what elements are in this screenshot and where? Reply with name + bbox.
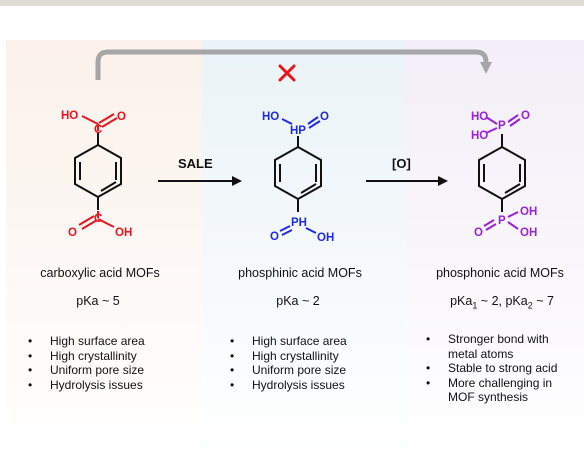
list-item: Uniform pore size xyxy=(230,363,347,378)
carboxylic-bottom-c: C xyxy=(94,213,102,225)
phosphinic-top-hp: HP xyxy=(290,125,306,137)
phosphonic-top-ho-upper: HO xyxy=(471,111,488,123)
pka2-suffix: ~ 7 xyxy=(532,294,554,308)
phosphonic-bottom-oh-upper: OH xyxy=(520,206,537,218)
list-item: Uniform pore size xyxy=(28,363,145,378)
phosphinic-pka: pKa ~ 2 xyxy=(276,294,320,308)
phosphonic-column-label: phosphonic acid MOFs xyxy=(436,266,564,280)
phosphinic-properties-list: High surface area High crystallinity Uni… xyxy=(230,334,347,392)
carboxylic-bottom-oh: OH xyxy=(115,227,132,239)
carboxylic-pka: pKa ~ 5 xyxy=(76,294,120,308)
carboxylic-bottom-o: O xyxy=(68,227,77,239)
list-item: Stronger bond with metal atoms xyxy=(426,332,576,361)
blocked-cross-icon xyxy=(278,64,296,82)
phosphinic-column-label: phosphinic acid MOFs xyxy=(238,266,362,280)
top-divider-bar xyxy=(0,0,584,6)
carboxylic-top-oh: HO xyxy=(61,110,78,122)
phosphinic-bottom-oh: OH xyxy=(317,232,334,244)
carboxylic-top-c: C xyxy=(94,124,102,136)
phosphonic-pka: pKa1 ~ 2, pKa2 ~ 7 xyxy=(424,294,580,311)
phosphonic-properties-list: Stronger bond with metal atoms Stable to… xyxy=(426,332,576,405)
carboxylic-top-o: O xyxy=(117,111,126,123)
phosphonic-top-ho-lower: HO xyxy=(471,130,488,142)
carboxylic-column-label: carboxylic acid MOFs xyxy=(40,266,160,280)
phosphonic-bottom-oh-lower: OH xyxy=(520,227,537,239)
pka1-subscript: 1 xyxy=(472,300,478,311)
phosphonic-bottom-o: O xyxy=(474,227,483,239)
phosphinic-top-o: O xyxy=(320,111,329,123)
list-item: High surface area xyxy=(28,334,145,349)
sale-step-label: SALE xyxy=(178,156,213,171)
phosphonic-bottom-p: P xyxy=(498,215,506,227)
phosphonic-acid-structure: HO HO P O O P OH OH xyxy=(471,110,537,239)
pka-middle: ~ 2, pKa xyxy=(477,294,528,308)
list-item: High crystallinity xyxy=(230,349,347,364)
phosphinic-acid-structure: HO HP O O PH OH xyxy=(262,111,334,244)
carboxylic-acid-structure: HO C O O C OH xyxy=(61,110,132,239)
phosphinic-top-ho: HO xyxy=(262,111,279,123)
list-item: Hydrolysis issues xyxy=(28,378,145,393)
pka2-subscript: 2 xyxy=(527,300,533,311)
carboxylic-properties-list: High surface area High crystallinity Uni… xyxy=(28,334,145,392)
list-item: High crystallinity xyxy=(28,349,145,364)
blocked-direct-route-arrow xyxy=(95,49,492,80)
phosphinic-bottom-ph: PH xyxy=(291,217,307,229)
list-item: More challenging in MOF synthesis xyxy=(426,376,576,405)
phosphinic-bottom-o: O xyxy=(270,231,279,243)
list-item: Hydrolysis issues xyxy=(230,378,347,393)
list-item: Stable to strong acid xyxy=(426,361,576,376)
list-item: High surface area xyxy=(230,334,347,349)
phosphonic-top-p: P xyxy=(498,120,506,132)
oxidation-step-label: [O] xyxy=(392,156,411,171)
pka1-prefix: pKa xyxy=(450,294,473,308)
phosphonic-top-o: O xyxy=(521,110,530,122)
